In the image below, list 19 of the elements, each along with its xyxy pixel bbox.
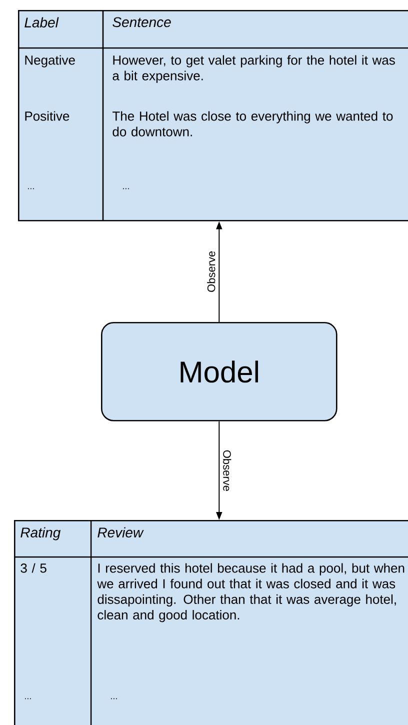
- table-cell: However, to get valet parking for the hotel it was a bit expensive.: [112, 55, 395, 83]
- table-cell: The Hotel was close to everything we wanted to do downtown.: [112, 111, 393, 136]
- table-cell: ...: [111, 698, 117, 700]
- table-cell: 3 / 5: [20, 563, 46, 573]
- table-cell: Positive: [25, 111, 70, 121]
- column-header: Sentence: [112, 17, 171, 28]
- column-header: Rating: [20, 527, 61, 540]
- table-cell: ...: [123, 188, 129, 190]
- table-cell: ...: [28, 188, 34, 190]
- column-header: Review: [98, 527, 144, 538]
- table-cell: I reserved this hotel because it had a pool, but when we arrived I found out that it was closed and it was dissapointing. Other than that it was average hotel, clean and good location.: [97, 563, 404, 622]
- edge-label: Observe: [223, 450, 232, 491]
- table: [18, 10, 408, 222]
- process-box: Model: [101, 322, 338, 422]
- column-header: Label: [24, 17, 59, 28]
- table-cell: ...: [25, 698, 31, 700]
- table-cell: Negative: [25, 55, 75, 68]
- edge-label: Observe: [207, 251, 216, 292]
- table: [14, 520, 408, 725]
